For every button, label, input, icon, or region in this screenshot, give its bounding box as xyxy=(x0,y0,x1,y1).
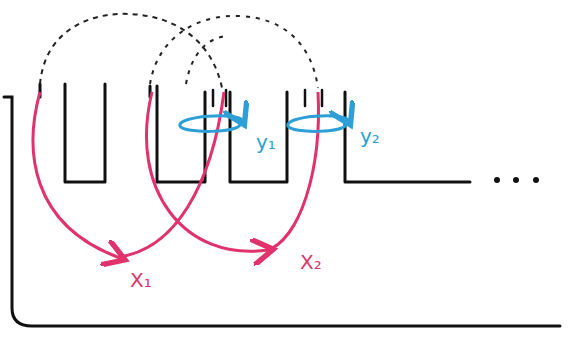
handle-arc xyxy=(40,14,222,88)
handle-boundary xyxy=(40,84,470,182)
ellipsis-dot xyxy=(533,177,539,183)
curve-label: X₂ xyxy=(300,252,322,272)
ellipsis-dot xyxy=(494,177,500,183)
curve-label: y₁ xyxy=(256,132,276,152)
curve-x1 xyxy=(33,92,120,258)
handle-arc xyxy=(150,16,318,88)
tube-edge xyxy=(213,90,322,106)
ellipsis-dot xyxy=(513,177,519,183)
curve-y1 xyxy=(180,116,242,132)
surface-boundary xyxy=(4,97,560,326)
curve-y2 xyxy=(288,116,348,132)
handle-arc xyxy=(186,36,226,84)
curve-x2 xyxy=(146,92,268,251)
curve-label: X₁ xyxy=(130,270,152,290)
curve-label: y₂ xyxy=(360,126,380,146)
